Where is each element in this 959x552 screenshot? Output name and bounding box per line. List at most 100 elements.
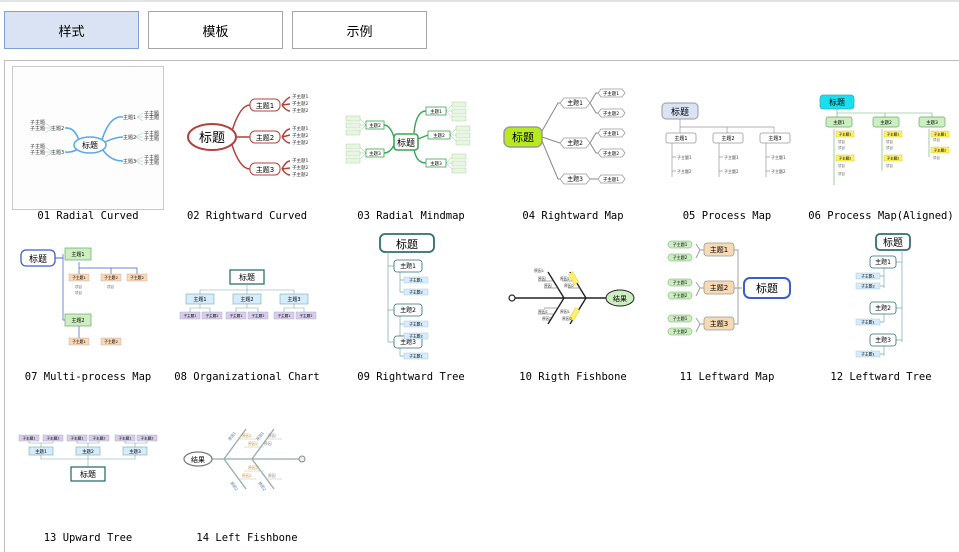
style-item-radial-curved[interactable]: 标题 主题1 主题2 主题3 主题2 主题3 子主题 子主题 子主题 子主题 子… [12, 65, 164, 231]
svg-text:子主题1: 子主题1 [292, 157, 308, 164]
svg-text:子主题1: 子主题1 [887, 132, 900, 137]
svg-text:子主题1: 子主题1 [292, 125, 308, 132]
svg-text:标题: 标题 [512, 130, 534, 144]
svg-text:子主题: 子主题 [144, 110, 159, 117]
svg-text:主题2: 主题2 [256, 133, 274, 142]
svg-text:子主题: 子主题 [30, 119, 45, 126]
svg-text:项目: 项目 [75, 290, 82, 295]
svg-text:原因2: 原因2 [248, 441, 259, 446]
svg-text:主题3: 主题3 [369, 150, 381, 157]
svg-text:子主题1: 子主题1 [229, 313, 242, 318]
title-node: 标题 [82, 140, 98, 150]
svg-text:子主题1: 子主题1 [861, 274, 875, 279]
style-caption: 09 Rightward Tree [357, 371, 465, 383]
svg-text:原因2: 原因2 [257, 481, 267, 492]
svg-text:子主题2: 子主题2 [673, 328, 688, 334]
svg-text:主题2: 主题2 [433, 132, 445, 139]
svg-text:主题1: 主题1 [400, 262, 416, 270]
svg-text:子主题1: 子主题1 [673, 241, 688, 247]
svg-text:子主题2: 子主题2 [603, 110, 619, 117]
style-item-multi-process-map[interactable]: 标题 主题1 主题2 子主题1 子主题2 子主题2 [12, 226, 164, 392]
style-caption: 02 Rightward Curved [186, 210, 308, 222]
style-item-rightward-tree[interactable]: 标题 主题1 主题2 主题3 [335, 226, 487, 392]
tab-style[interactable]: 样式 [4, 11, 139, 49]
top-divider [0, 0, 959, 2]
svg-text:标题: 标题 [199, 131, 225, 146]
svg-text:子主题1: 子主题1 [677, 154, 692, 160]
right-fishbone-preview: 结果 原因1 原因 原因 原因1 原因2 原因1 原因2 原因1 原因2 [498, 228, 648, 370]
style-item-rightward-map[interactable]: 标题 主题1 主题2 主题3 子主题1 [497, 65, 649, 231]
svg-text:主题3: 主题3 [926, 119, 938, 126]
svg-text:子主题2: 子主题2 [104, 275, 118, 280]
svg-text:主题3: 主题3 [51, 149, 64, 156]
svg-text:标题: 标题 [29, 253, 47, 265]
svg-text:子主题: 子主题 [144, 114, 159, 121]
svg-text:主题1: 主题1 [71, 251, 84, 258]
tab-example[interactable]: 示例 [292, 11, 427, 49]
svg-text:子主题1: 子主题1 [603, 90, 619, 97]
style-caption: 08 Organizational Chart [174, 371, 320, 383]
svg-text:项目: 项目 [75, 284, 82, 289]
tab-template[interactable]: 模板 [148, 11, 283, 49]
svg-text:主题3: 主题3 [400, 338, 416, 346]
svg-text:子主题1: 子主题1 [22, 436, 35, 441]
style-caption: 07 Multi-process Map [24, 371, 152, 383]
svg-text:结果: 结果 [191, 455, 205, 464]
svg-text:子主题1: 子主题1 [70, 436, 83, 441]
svg-text:主题2: 主题2 [567, 139, 583, 147]
svg-text:主题1: 主题1 [833, 119, 845, 126]
svg-text:原因2: 原因2 [564, 283, 575, 288]
svg-text:主题3: 主题3 [129, 448, 141, 455]
svg-text:子主题2: 子主题2 [861, 284, 875, 289]
svg-text:子主题1: 子主题1 [118, 436, 131, 441]
svg-text:标题: 标题 [396, 237, 418, 251]
svg-text:子主题2: 子主题2 [130, 275, 144, 280]
svg-text:主题1: 主题1 [875, 258, 891, 266]
svg-text:主题3: 主题3 [256, 165, 274, 174]
svg-text:主题2: 主题2 [880, 119, 892, 126]
svg-text:子主题2: 子主题2 [104, 339, 118, 344]
svg-text:子主题2: 子主题2 [839, 156, 852, 161]
svg-text:主题2: 主题2 [123, 134, 136, 141]
svg-text:子主题2: 子主题2 [887, 156, 900, 161]
svg-text:子主题1: 子主题1 [72, 339, 86, 344]
svg-text:子主题: 子主题 [30, 125, 45, 132]
svg-text:主题1: 主题1 [674, 135, 687, 142]
svg-text:子主题2: 子主题2 [292, 132, 308, 139]
svg-text:子主题1: 子主题1 [277, 313, 290, 318]
svg-text:项目: 项目 [838, 139, 845, 144]
svg-text:子主题2: 子主题2 [251, 313, 264, 318]
style-item-left-fishbone[interactable]: 结果 原因1 原因2 原因1 原因2 原因1 原因2 原因1 原因2 原 [171, 387, 323, 552]
svg-text:子主题: 子主题 [144, 135, 159, 142]
svg-text:子主题1: 子主题1 [771, 154, 786, 160]
svg-text:主题2: 主题2 [71, 317, 84, 324]
svg-text:标题: 标题 [80, 469, 96, 479]
svg-text:主题3: 主题3 [287, 296, 300, 303]
rightward-tree-preview: 标题 主题1 主题2 主题3 [336, 228, 486, 370]
svg-text:原因1: 原因1 [242, 473, 253, 478]
svg-text:主题3: 主题3 [430, 160, 442, 167]
svg-text:项目: 项目 [838, 171, 845, 176]
svg-text:主题2: 主题2 [369, 122, 381, 129]
radial-curved-preview: 标题 主题1 主题2 主题3 主题2 主题3 子主题 子主题 子主题 子主题 子… [12, 66, 164, 210]
svg-text:项目: 项目 [886, 145, 893, 150]
svg-text:原因2: 原因2 [248, 465, 259, 470]
style-item-radial-mindmap[interactable]: 标题 主题1 主题2 主题3 主题2 主题3 [335, 65, 487, 231]
svg-text:子主题2: 子主题2 [292, 100, 308, 107]
left-fishbone-preview: 结果 原因1 原因2 原因1 原因2 原因1 原因2 原因1 原因2 原 [172, 389, 322, 531]
svg-text:主题3: 主题3 [768, 135, 781, 142]
svg-text:子主题2: 子主题2 [292, 164, 308, 171]
svg-text:原因1: 原因1 [227, 430, 237, 441]
style-item-right-fishbone[interactable]: 结果 原因1 原因 原因 原因1 原因2 原因1 原因2 原因1 原因2 [497, 226, 649, 392]
svg-text:子主题1: 子主题1 [861, 352, 875, 357]
svg-text:子主题2: 子主题2 [299, 313, 312, 318]
svg-text:项目: 项目 [933, 137, 940, 142]
